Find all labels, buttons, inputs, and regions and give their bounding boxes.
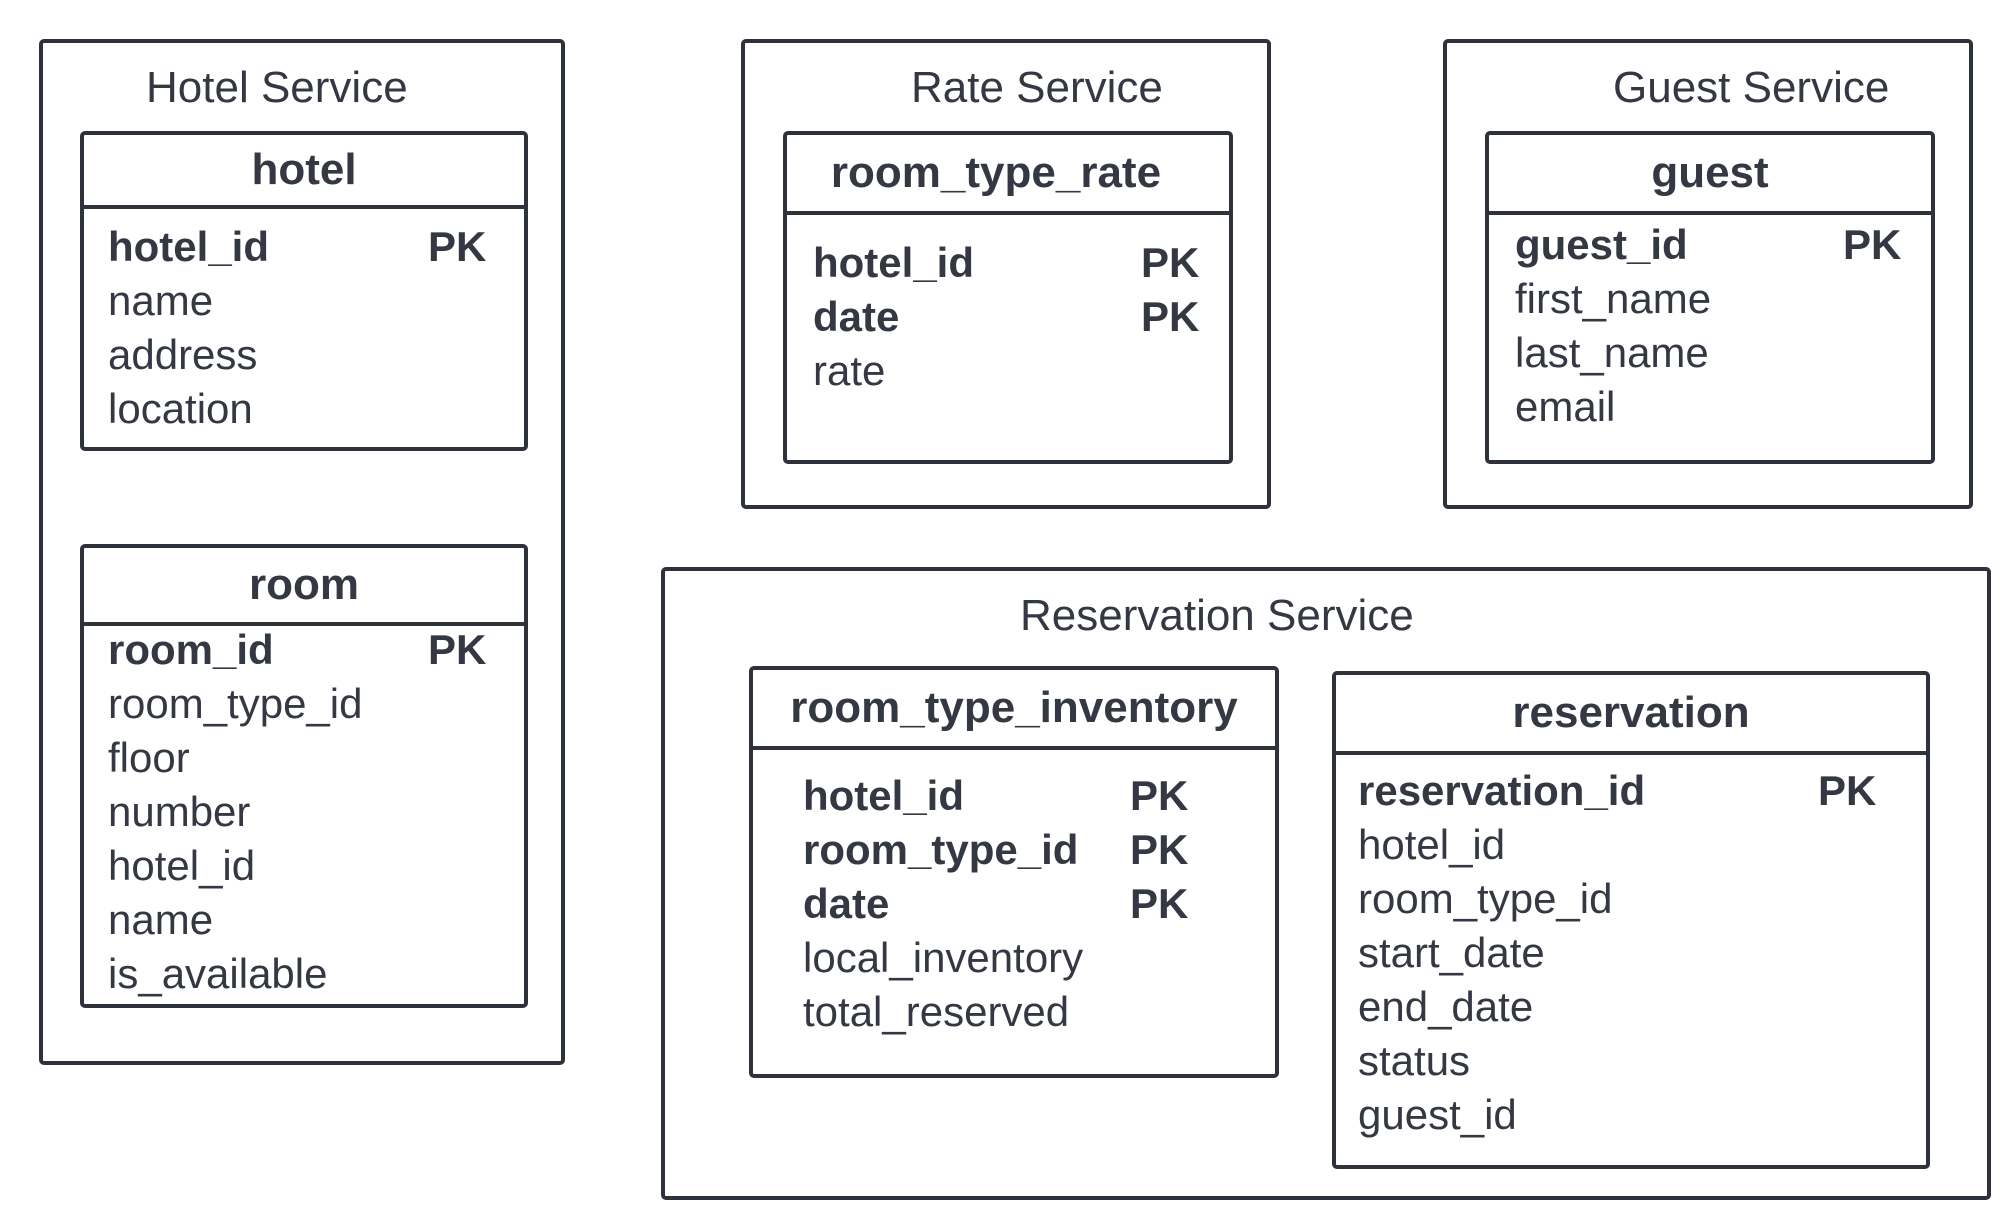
field-name: last_name xyxy=(1515,329,1709,376)
field-name: hotel_id xyxy=(803,772,965,819)
field-name: room_type_id xyxy=(1358,875,1613,922)
table-name: guest xyxy=(1489,135,1931,215)
field-name: name xyxy=(108,277,214,324)
field-name: address xyxy=(108,331,258,378)
field-name: guest_id xyxy=(1358,1091,1517,1138)
field-name: room_id xyxy=(108,626,274,673)
reservation-service-group: Reservation Service room_type_inventory … xyxy=(661,567,1991,1200)
table-name: room_type_rate xyxy=(787,135,1229,215)
table-name: hotel xyxy=(84,135,524,209)
field-name: date xyxy=(803,880,890,927)
field-name: name xyxy=(108,896,214,943)
service-title: Guest Service xyxy=(1613,63,1890,112)
primary-key-label: PK xyxy=(1130,826,1189,873)
service-title: Rate Service xyxy=(911,63,1163,112)
field-name: email xyxy=(1515,383,1616,430)
field-name: local_inventory xyxy=(803,934,1084,981)
field-list: hotel_id PK name address location xyxy=(84,209,524,447)
table-name: room_type_inventory xyxy=(753,670,1275,750)
field-name: is_available xyxy=(108,950,328,997)
field-name: start_date xyxy=(1358,929,1545,976)
field-name: location xyxy=(108,385,253,432)
field-name: first_name xyxy=(1515,275,1712,322)
field-name: reservation_id xyxy=(1358,767,1646,814)
table-hotel: hotel hotel_id PK name address location xyxy=(80,131,528,451)
field-name: room_type_id xyxy=(108,680,363,727)
field-name: hotel_id xyxy=(1358,821,1506,868)
field-name: status xyxy=(1358,1037,1471,1084)
service-title: Reservation Service xyxy=(1020,591,1414,640)
field-name: rate xyxy=(813,347,886,394)
field-name: room_type_id xyxy=(803,826,1079,873)
primary-key-label: PK xyxy=(1141,239,1200,286)
primary-key-label: PK xyxy=(1130,880,1189,927)
primary-key-label: PK xyxy=(1843,221,1902,268)
primary-key-label: PK xyxy=(1130,772,1189,819)
guest-service-group: Guest Service guest guest_id PK first_name… xyxy=(1443,39,1973,509)
primary-key-label: PK xyxy=(1818,767,1877,814)
service-title: Hotel Service xyxy=(146,63,408,112)
field-name: floor xyxy=(108,734,190,781)
field-name: date xyxy=(813,293,900,340)
primary-key-label: PK xyxy=(1141,293,1200,340)
field-name: end_date xyxy=(1358,983,1534,1030)
table-name: room xyxy=(84,548,524,626)
field-name: number xyxy=(108,788,251,835)
field-name: hotel_id xyxy=(813,239,975,286)
field-name: hotel_id xyxy=(108,842,256,889)
field-name: hotel_id xyxy=(108,223,270,270)
field-name: guest_id xyxy=(1515,221,1688,268)
table-name: reservation xyxy=(1336,675,1926,755)
primary-key-label: PK xyxy=(428,223,487,270)
primary-key-label: PK xyxy=(428,626,487,673)
field-name: total_reserved xyxy=(803,988,1070,1035)
